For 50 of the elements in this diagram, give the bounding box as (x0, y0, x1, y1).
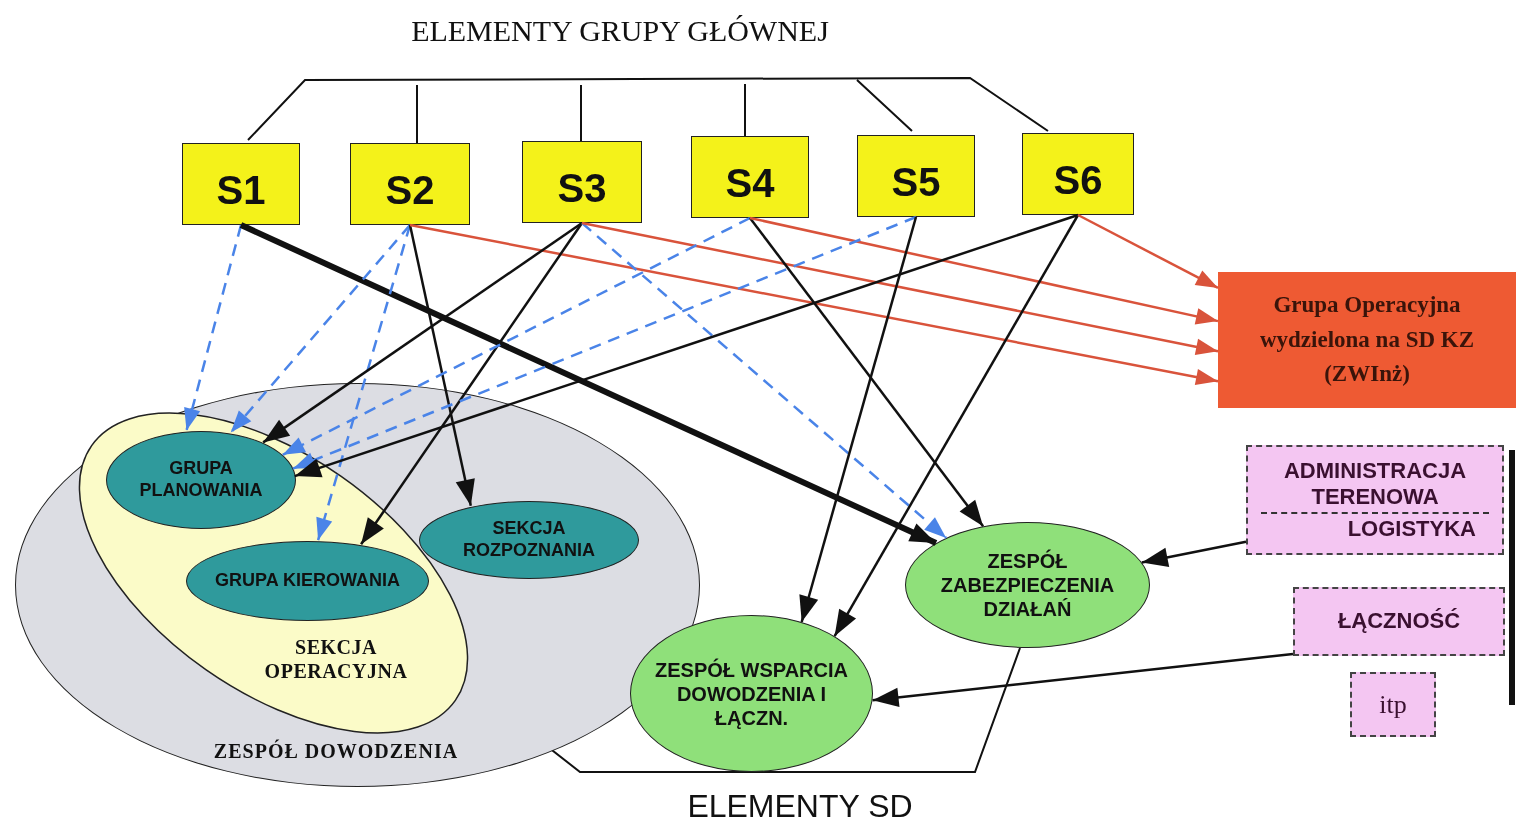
dashed-arrow (282, 216, 751, 456)
arrow (360, 222, 584, 545)
node-label: SEKCJA OPERACYJNA (263, 635, 409, 683)
node-label: ZESPÓŁ WSPARCIA DOWODZENIA I ŁĄCZN. (654, 657, 849, 730)
node-label: Grupa Operacyjna wydzielona na SD KZ (ZWInż) (1258, 291, 1476, 389)
node-label: S2 (385, 167, 435, 214)
dashed-arrow (316, 224, 412, 541)
arrow (872, 652, 1294, 708)
arrow (749, 216, 1219, 325)
element-box (857, 135, 975, 217)
dashed-box (1293, 587, 1505, 656)
element-box (691, 136, 809, 218)
dashed-arrow (184, 224, 243, 431)
arrow (262, 221, 583, 444)
node-label: S4 (725, 160, 775, 207)
group-label: ELEMENTY SD (686, 788, 914, 824)
node-label: S6 (1053, 157, 1103, 204)
dashed-box (1350, 672, 1436, 737)
node-label: SEKCJA ROZPOZNANIA (462, 518, 596, 562)
node-label: GRUPA PLANOWANIA (138, 458, 264, 502)
arrow (239, 222, 938, 546)
arrow (581, 221, 1219, 355)
arrow (408, 224, 475, 506)
dashed-arrow (581, 222, 947, 539)
element-box (182, 143, 300, 225)
node-label: S3 (557, 165, 607, 212)
element-box (1022, 133, 1134, 215)
node-label: ZESPÓŁ ZABEZPIECZENIA DZIAŁAŃ (939, 549, 1116, 621)
node-label: ŁĄCZNOŚĆ (1337, 608, 1461, 635)
node-label: itp (1379, 688, 1407, 721)
dashed-arrow (292, 215, 917, 470)
node-label: GRUPA KIEROWANIA (214, 570, 401, 592)
dashed-box (1246, 445, 1504, 555)
diagram-title: ELEMENTY GRUPY GŁÓWNEJ (410, 14, 830, 48)
arrow (409, 223, 1219, 386)
arrow (1077, 213, 1219, 289)
node-label: S1 (216, 167, 266, 214)
arrow (749, 217, 985, 528)
group-box (1218, 272, 1516, 408)
node-label: S5 (891, 159, 941, 206)
node-label: ADMINISTRACJA TERENOWA (1282, 457, 1468, 511)
element-box (522, 141, 642, 223)
node-label: ZESPÓŁ DOWODZENIA (212, 739, 460, 763)
arrow (833, 214, 1080, 637)
element-box (350, 143, 470, 225)
arrow (294, 213, 1079, 478)
dashed-arrow (229, 224, 411, 434)
arrow (1141, 540, 1247, 567)
arrow (799, 216, 918, 623)
node-label: LOGISTYKA (1347, 515, 1476, 543)
